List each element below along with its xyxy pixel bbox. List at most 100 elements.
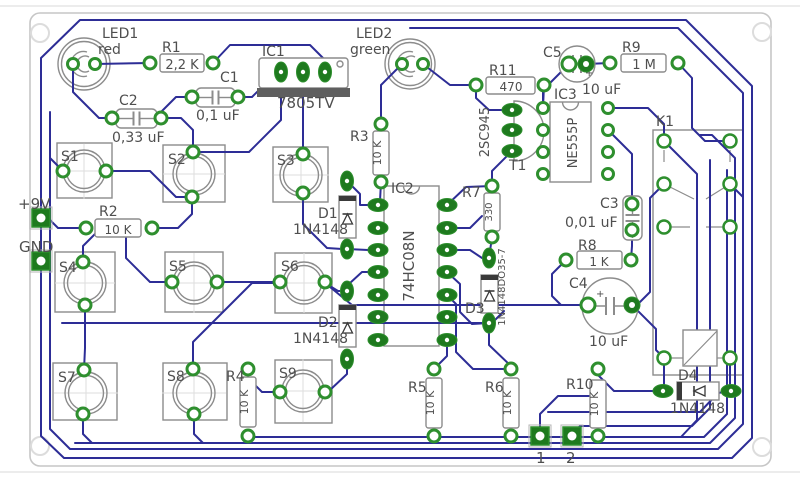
ic2-refdes: IC2 — [391, 181, 414, 197]
d2-value: 1N4148 — [293, 331, 348, 347]
trace-5 — [94, 62, 151, 65]
resistor-R11 — [485, 76, 536, 95]
d2-refdes: D2 — [318, 315, 338, 331]
led1-refdes: LED1 — [102, 26, 138, 42]
trace-9 — [380, 63, 403, 125]
c2-refdes: C2 — [119, 93, 138, 109]
led2-refdes: LED2 — [356, 26, 392, 42]
ic3-value: NE555P — [566, 118, 581, 169]
r8-refdes: R8 — [578, 238, 597, 254]
r3-refdes: R3 — [350, 129, 369, 145]
trace-48 — [192, 282, 281, 370]
d3-value: 1N4148DO35-7 — [497, 248, 508, 326]
diode-D4 — [676, 381, 720, 401]
d1-refdes: D1 — [318, 206, 338, 222]
ic2-value: 74HC08N — [400, 230, 418, 301]
trace-55 — [446, 294, 512, 370]
trace-20 — [607, 107, 665, 142]
trace-42 — [302, 192, 343, 250]
label-9v: +9V — [18, 195, 51, 213]
r10-value: 10 K — [588, 391, 601, 416]
led2-color: green — [350, 42, 390, 58]
ic3-refdes: IC3 — [554, 87, 577, 103]
trace-38 — [83, 304, 86, 371]
ic1-refdes: IC1 — [262, 44, 285, 60]
r4-refdes: R4 — [226, 369, 245, 385]
r7-value: 330 — [484, 202, 495, 221]
trace-0 — [40, 19, 753, 459]
ic-IC3 — [549, 101, 592, 183]
c4-refdes: C4 — [569, 276, 588, 292]
r2-value: 10 K — [105, 223, 133, 237]
r1-refdes: R1 — [162, 40, 181, 56]
s9-refdes: S9 — [279, 366, 297, 382]
board-outline-layer — [29, 12, 772, 467]
c2-value: 0,33 uF — [112, 130, 165, 146]
r2-refdes: R2 — [99, 204, 118, 220]
c1-refdes: C1 — [220, 70, 239, 86]
resistor-R6 — [502, 377, 520, 429]
r3-value: 10 K — [371, 140, 384, 165]
ic-IC2 — [383, 185, 440, 347]
resistor-R1 — [159, 53, 205, 73]
cap-C2 — [115, 108, 158, 129]
trace-1 — [49, 27, 744, 450]
image-frame — [0, 5, 800, 473]
d3-refdes: D3 — [465, 301, 485, 317]
svg-text:+: + — [585, 68, 593, 79]
r5-refdes: R5 — [408, 380, 427, 396]
led1-color: red — [98, 42, 121, 58]
c5-refdes: C5 — [543, 45, 562, 61]
r9-value: 1 M — [632, 58, 656, 73]
k1-refdes: K1 — [656, 114, 674, 130]
trace-29 — [663, 140, 698, 438]
trace-32 — [105, 170, 193, 198]
relay-coil — [682, 329, 718, 367]
trace-3 — [247, 169, 728, 438]
t1-refdes: T1 — [508, 158, 526, 174]
diode-D2 — [338, 304, 357, 348]
r9-refdes: R9 — [622, 40, 641, 56]
trace-34 — [160, 117, 194, 153]
r10-refdes: R10 — [566, 377, 594, 393]
s5-refdes: S5 — [169, 259, 187, 275]
c4-value: 10 uF — [589, 334, 628, 350]
r1-value: 2,2 K — [165, 58, 199, 73]
d1-value: 1N4148 — [293, 222, 348, 238]
r5-value: 10 K — [424, 390, 437, 415]
s1-refdes: S1 — [61, 149, 79, 165]
r4-value: 10 K — [238, 389, 251, 414]
resistor-R2 — [94, 218, 142, 238]
label-pin2: 2 — [566, 449, 576, 467]
c1-value: 0,1 uF — [196, 108, 240, 124]
r8-value: 1 K — [589, 255, 609, 269]
s4-refdes: S4 — [59, 260, 77, 276]
trace-35 — [151, 196, 193, 229]
c3-refdes: C3 — [600, 196, 619, 212]
svg-text:+: + — [596, 289, 604, 300]
resistor-R5 — [425, 377, 443, 429]
d4-value: 1N4148 — [670, 401, 725, 417]
trace-21 — [607, 129, 633, 205]
trace-39 — [125, 236, 173, 283]
diode-D1 — [338, 195, 357, 239]
resistor-R8 — [576, 250, 623, 270]
d4-refdes: D4 — [678, 368, 698, 384]
c3-value: 0,01 uF — [565, 215, 618, 231]
t1-part: 2SC945 — [478, 107, 493, 157]
s2-refdes: S2 — [168, 152, 186, 168]
s8-refdes: S8 — [167, 369, 185, 385]
resistor-R4 — [239, 376, 257, 428]
resistor-R9 — [620, 53, 667, 73]
ic1-value: 7805TV — [277, 94, 335, 112]
trace-43 — [346, 180, 369, 206]
r6-refdes: R6 — [485, 380, 504, 396]
c5-value: 10 uF — [582, 82, 621, 98]
r7-refdes: R7 — [462, 185, 481, 201]
trace-10 — [422, 63, 477, 86]
resistor-R10 — [589, 379, 607, 429]
s7-refdes: S7 — [58, 370, 76, 386]
